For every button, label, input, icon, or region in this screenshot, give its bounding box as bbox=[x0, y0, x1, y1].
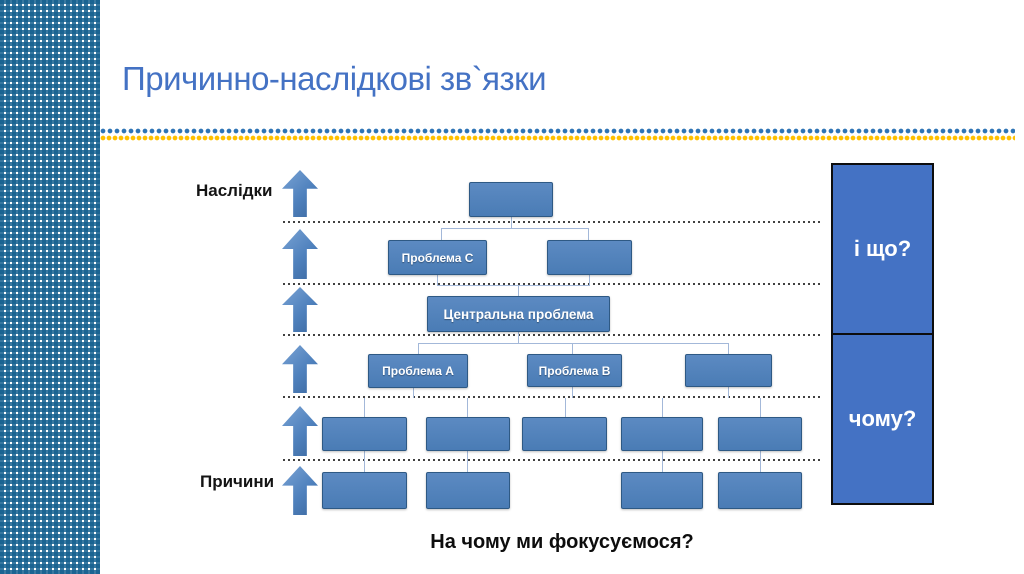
level-dotted-line bbox=[283, 459, 823, 461]
cause-box bbox=[718, 472, 802, 509]
connector-line bbox=[572, 387, 573, 398]
connector-line bbox=[728, 343, 729, 354]
cause-box bbox=[685, 354, 772, 387]
connector-line bbox=[413, 388, 414, 398]
level-dotted-line bbox=[283, 221, 823, 223]
up-arrow-icon bbox=[282, 287, 318, 332]
connector-line bbox=[441, 228, 589, 229]
connector-line bbox=[760, 398, 761, 417]
connector-line bbox=[572, 343, 573, 354]
connector-line bbox=[588, 228, 589, 240]
so-what-cell: і що? bbox=[833, 165, 932, 335]
up-arrow-icon bbox=[282, 406, 318, 456]
cause-box bbox=[322, 472, 407, 509]
causes-label: Причини bbox=[200, 472, 275, 491]
effect-box bbox=[469, 182, 553, 217]
problem-c-box: Проблема C bbox=[388, 240, 487, 275]
connector-line bbox=[364, 451, 365, 472]
cause-box bbox=[426, 417, 510, 451]
connector-line bbox=[518, 285, 519, 296]
focus-question: На чому ми фокусуємося? bbox=[430, 531, 694, 553]
connector-line bbox=[467, 451, 468, 472]
level-dotted-line bbox=[283, 396, 823, 398]
connector-line bbox=[364, 398, 365, 417]
effect-box bbox=[547, 240, 632, 275]
connector-line bbox=[565, 398, 566, 417]
connector-line bbox=[467, 398, 468, 417]
divider-blue-dots bbox=[100, 128, 1015, 134]
connector-line bbox=[441, 228, 442, 240]
connector-line bbox=[518, 332, 519, 343]
connector-line bbox=[437, 275, 438, 285]
connector-line bbox=[418, 343, 729, 344]
why-cell: чому? bbox=[848, 406, 917, 431]
connector-line bbox=[589, 275, 590, 285]
connector-line bbox=[511, 217, 512, 228]
central-problem-box: Центральна проблема bbox=[427, 296, 610, 332]
problem-b-box: Проблема B bbox=[527, 354, 622, 387]
connector-line bbox=[728, 387, 729, 398]
connector-line bbox=[662, 451, 663, 472]
consequences-label: Наслідки bbox=[196, 181, 273, 200]
cause-box bbox=[322, 417, 407, 451]
connector-line bbox=[437, 285, 590, 286]
slide-title: Причинно-наслідкові зв`язки bbox=[122, 60, 547, 97]
up-arrow-icon bbox=[282, 170, 318, 217]
up-arrow-icon bbox=[282, 229, 318, 279]
connector-line bbox=[662, 398, 663, 417]
divider-yellow-dots bbox=[100, 135, 1015, 141]
connector-line bbox=[418, 343, 419, 354]
up-arrow-icon bbox=[282, 466, 318, 515]
level-dotted-line bbox=[283, 334, 823, 336]
up-arrow-icon bbox=[282, 345, 318, 393]
level-dotted-line bbox=[283, 283, 823, 285]
cause-box bbox=[621, 472, 703, 509]
question-panel: і що? чому? bbox=[831, 163, 934, 505]
cause-box bbox=[522, 417, 607, 451]
cause-box bbox=[718, 417, 802, 451]
problem-a-box: Проблема A bbox=[368, 354, 468, 388]
connector-line bbox=[760, 451, 761, 472]
checkered-sidebar bbox=[0, 0, 100, 574]
cause-box bbox=[426, 472, 510, 509]
cause-box bbox=[621, 417, 703, 451]
